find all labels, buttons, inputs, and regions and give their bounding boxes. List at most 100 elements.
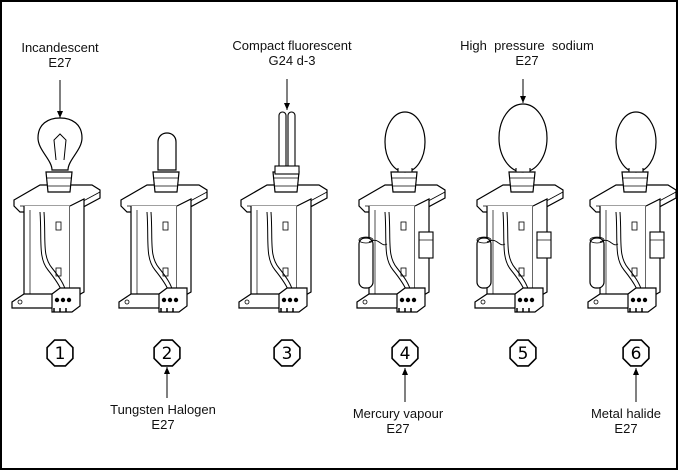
- ballast-choke: [536, 231, 552, 259]
- plate-slot: [162, 221, 169, 231]
- number-octagon: [273, 339, 301, 367]
- lamp-base: E27: [614, 421, 638, 436]
- lamp-base-plastic: [274, 165, 300, 175]
- arrow-head: [284, 103, 290, 110]
- lamp-name: Tungsten Halogen: [110, 402, 216, 417]
- lamp-name: High pressure sodium: [460, 38, 594, 53]
- number-badge-3: 3: [273, 339, 301, 367]
- label-high-pressure-sodium: High pressure sodium E27: [432, 38, 622, 68]
- bulb-5: [498, 103, 548, 173]
- bulb-glass: [37, 117, 83, 171]
- capacitor: [476, 237, 492, 289]
- terminal-screw: [642, 297, 648, 303]
- lamp-socket: [621, 171, 649, 193]
- number-badge-4: 4: [391, 339, 419, 367]
- bulb-neck: [628, 168, 644, 173]
- number-text: 3: [282, 344, 293, 364]
- number-octagon: [391, 339, 419, 367]
- back-plate: [486, 206, 534, 301]
- terminal-screw: [630, 297, 636, 303]
- terminal-screw: [293, 297, 299, 303]
- number-text: 1: [55, 344, 66, 364]
- terminal-block: [514, 287, 544, 313]
- terminal-screw: [167, 297, 173, 303]
- pointer-arrow-6: [633, 368, 639, 402]
- plate-slot: [55, 221, 62, 231]
- plate-slot: [631, 221, 638, 231]
- wire: [368, 239, 388, 246]
- terminal-screw: [281, 297, 287, 303]
- mounting-hole: [480, 299, 486, 305]
- arrow-head: [633, 368, 639, 375]
- number-text: 2: [162, 344, 173, 364]
- bulb-3: [274, 111, 300, 175]
- wire: [599, 239, 619, 246]
- back-plate: [250, 206, 298, 301]
- back-plate: [130, 206, 178, 301]
- wire: [39, 211, 63, 293]
- wire: [506, 211, 530, 293]
- back-plate: [23, 206, 71, 301]
- lamp-holder-5: [474, 171, 564, 313]
- back-plate-side: [176, 198, 192, 301]
- bulb-neck: [397, 168, 413, 173]
- terminal-screw: [523, 297, 529, 303]
- bulb-glass: [615, 111, 657, 173]
- fluorescent-tube: [278, 111, 287, 171]
- bulb-glass: [157, 132, 177, 171]
- lamp-name: Metal halide: [590, 406, 662, 421]
- number-badge-2: 2: [153, 339, 181, 367]
- terminal-screw: [60, 297, 66, 303]
- number-text: 4: [400, 344, 411, 364]
- label-metal-halide: Metal halide E27: [576, 406, 676, 436]
- ballast-choke: [649, 231, 665, 259]
- label-mercury-vapour: Mercury vapour E27: [338, 406, 458, 436]
- number-octagon: [622, 339, 650, 367]
- mounting-hole: [244, 299, 250, 305]
- arrow-head: [164, 367, 170, 374]
- back-plate: [368, 206, 416, 301]
- lamp-socket: [390, 171, 418, 193]
- pointer-arrow-3: [284, 79, 290, 110]
- lamp-holder-2: [118, 171, 208, 313]
- back-plate-side: [296, 198, 312, 301]
- bulb-1: [37, 117, 83, 171]
- plate-slot: [282, 221, 289, 231]
- lamp-base: E27: [48, 55, 72, 70]
- wire: [270, 211, 294, 293]
- terminal-screw: [411, 297, 417, 303]
- terminal-screw: [405, 297, 411, 303]
- number-octagon: [46, 339, 74, 367]
- terminal-block: [396, 287, 426, 313]
- lamp-socket: [508, 171, 536, 193]
- wire: [266, 211, 290, 293]
- number-octagon: [509, 339, 537, 367]
- lamp-holder-6: [587, 171, 677, 313]
- plate-slot: [400, 221, 407, 231]
- lamp-holder-3: [238, 171, 328, 313]
- lamp-name: Mercury vapour: [352, 406, 444, 421]
- pointer-arrow-1: [57, 80, 63, 118]
- mounting-hole: [17, 299, 23, 305]
- number-badge-6: 6: [622, 339, 650, 367]
- number-text: 6: [631, 344, 642, 364]
- lamp-socket: [272, 171, 300, 193]
- wire: [384, 211, 408, 293]
- terminal-screw: [399, 297, 405, 303]
- pointer-arrow-4: [402, 368, 408, 402]
- bulb-4: [384, 111, 426, 173]
- terminal-block: [278, 287, 308, 313]
- bulb-2: [157, 132, 177, 171]
- terminal-screw: [529, 297, 535, 303]
- lamp-holder-1: [11, 171, 101, 313]
- lamp-base: E27: [151, 417, 175, 432]
- number-badge-5: 5: [509, 339, 537, 367]
- mounting-hole: [362, 299, 368, 305]
- wire: [43, 211, 67, 293]
- terminal-screw: [161, 297, 167, 303]
- lamp-name: Compact fluorescent: [232, 38, 352, 53]
- arrow-head: [402, 368, 408, 375]
- fluorescent-tube: [287, 111, 296, 171]
- wire: [146, 211, 170, 293]
